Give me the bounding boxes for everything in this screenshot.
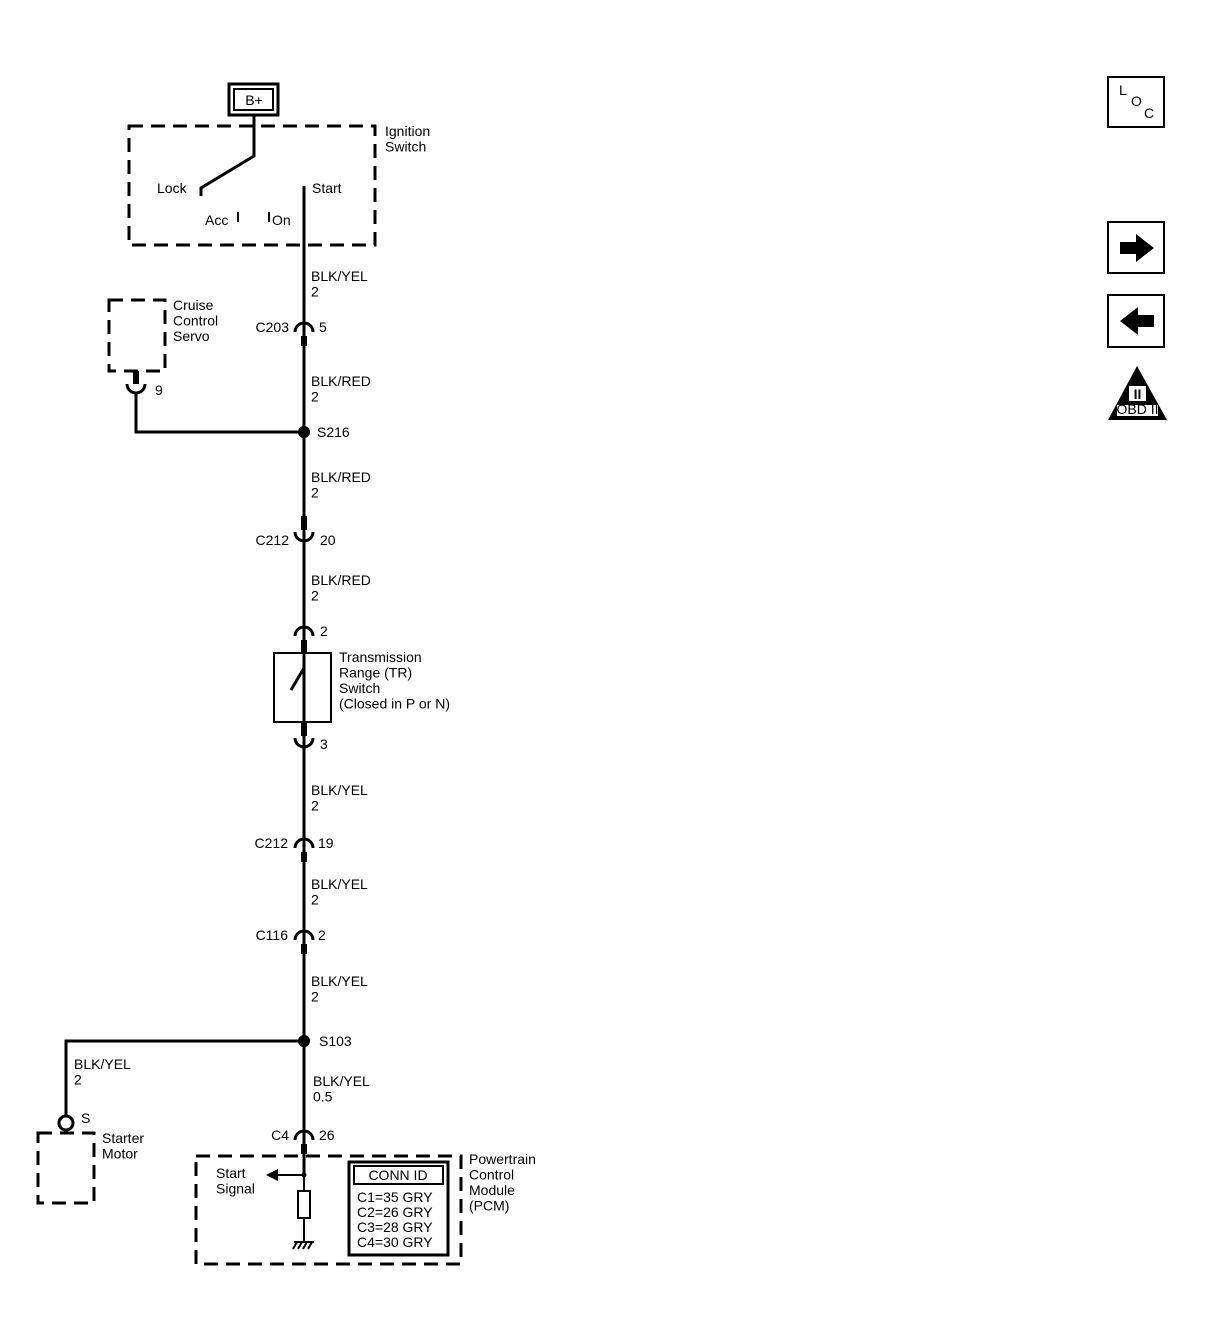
ignition-switch-outline: [127, 124, 377, 247]
servo-branch-wire: [134, 393, 304, 434]
loc-letter-c: C: [1144, 105, 1154, 121]
b-plus-inner: [233, 88, 274, 111]
splice-s216-label: S216: [317, 424, 350, 440]
c116-pin: 2: [318, 927, 326, 943]
switch-pos-lock: Lock: [157, 180, 188, 196]
c4-male: [301, 1144, 307, 1154]
ground-icon: [292, 1241, 313, 1250]
c203-id: C203: [256, 319, 290, 335]
c116-id: C116: [256, 927, 289, 943]
starter-motor-outline: [36, 1131, 96, 1205]
conn-id-row: C3=28 GRY: [357, 1219, 433, 1235]
tr-top-male: [301, 640, 307, 654]
obd-ii-button[interactable]: II OBD II: [1108, 366, 1167, 420]
starter-branch-wire: [64, 1039, 304, 1116]
conn-id-table: [347, 1160, 450, 1257]
tr-bot-male: [301, 722, 307, 736]
tr-switch-blade: [289, 667, 306, 691]
tr-top-female: [293, 625, 315, 637]
tr-top-pin: 2: [320, 623, 328, 639]
c212a-id: C212: [256, 532, 290, 548]
c4-female: [293, 1129, 315, 1141]
pcm-outline: [194, 1154, 463, 1266]
c212a-pin: 20: [320, 532, 336, 548]
b-plus-label: B+: [245, 92, 263, 108]
conn-id-header-box: [353, 1165, 444, 1185]
ignition-switch-blade: [199, 115, 256, 196]
servo-connector-female: [125, 383, 147, 395]
next-page-button[interactable]: [1107, 221, 1165, 274]
pulldown-resistor: [297, 1190, 311, 1219]
c212b-male: [301, 852, 307, 862]
c212b-female: [293, 837, 315, 849]
c4-pin: 26: [319, 1127, 335, 1143]
arrow-left-icon: [1120, 307, 1154, 335]
obd-ii-mark: II: [1134, 386, 1142, 402]
servo-pin: 9: [155, 382, 163, 398]
c116-female: [293, 929, 315, 941]
c212b-id: C212: [255, 835, 289, 851]
cruise-servo-outline: [107, 298, 167, 373]
c4-id: C4: [271, 1127, 289, 1143]
previous-page-button[interactable]: [1107, 294, 1165, 348]
conn-id-row: C4=30 GRY: [357, 1234, 433, 1250]
c212a-female: [293, 531, 315, 543]
obd-ii-label: OBD II: [1116, 401, 1158, 417]
splice-s103-label: S103: [319, 1033, 352, 1049]
location-button[interactable]: L O C: [1107, 76, 1165, 128]
c212b-pin: 19: [318, 835, 334, 851]
arrow-right-icon: [1120, 234, 1154, 262]
switch-pos-acc: Acc: [205, 212, 228, 228]
c203-female: [293, 321, 315, 333]
tr-bot-female: [293, 737, 315, 749]
c203-pin: 5: [319, 319, 327, 335]
c116-male: [301, 944, 307, 954]
switch-pos-on: On: [272, 212, 291, 228]
splice-s216: [298, 426, 310, 438]
conn-id-row: C1=35 GRY: [357, 1189, 433, 1205]
loc-letter-o: O: [1131, 93, 1142, 109]
tr-bot-pin: 3: [320, 736, 328, 752]
starter-pin: S: [81, 1110, 90, 1126]
conn-id-header: CONN ID: [368, 1167, 427, 1183]
conn-id-row: C2=26 GRY: [357, 1204, 433, 1220]
loc-letter-l: L: [1119, 82, 1127, 98]
c203-male: [301, 336, 307, 346]
c212a-male: [301, 516, 307, 530]
switch-pos-start: Start: [312, 180, 342, 196]
starter-terminal: [57, 1114, 75, 1132]
servo-connector-male: [133, 371, 139, 384]
start-signal-arrow-icon: [266, 1169, 278, 1181]
